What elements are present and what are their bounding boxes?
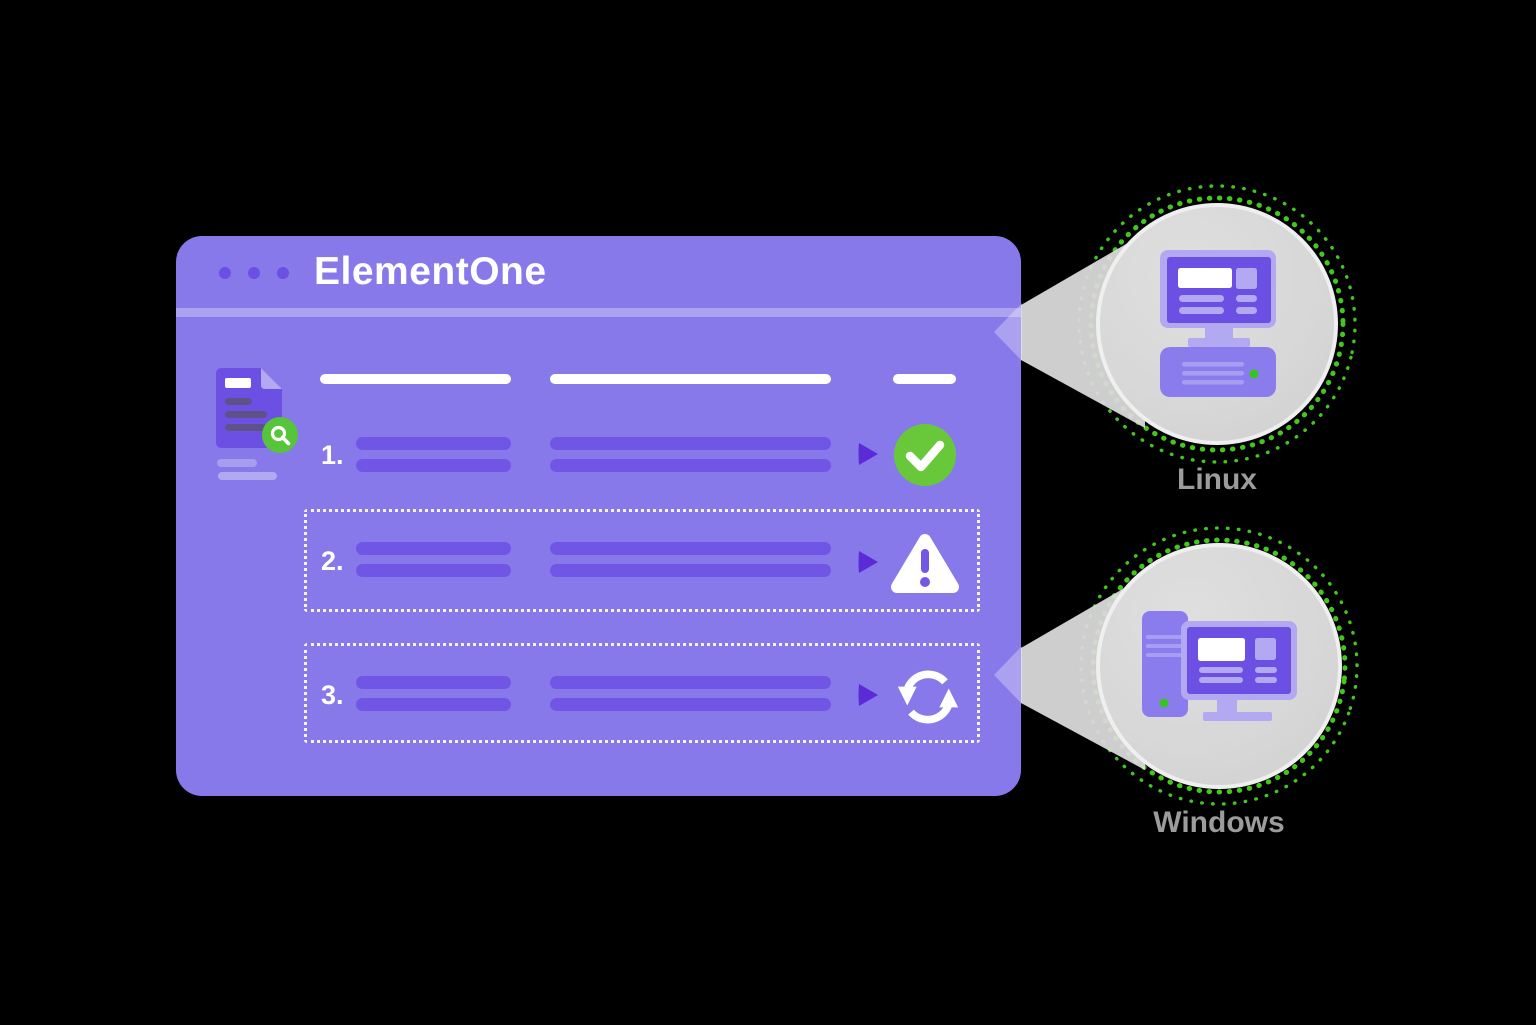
skeleton-caption-bar bbox=[218, 472, 277, 480]
check-icon bbox=[894, 424, 956, 486]
window-dot-icon bbox=[248, 267, 260, 279]
column-header-bar bbox=[893, 374, 956, 384]
skeleton-bar bbox=[550, 564, 831, 577]
dashed-highlight-box bbox=[304, 509, 980, 612]
skeleton-bar bbox=[356, 676, 511, 689]
skeleton-bar bbox=[550, 459, 831, 472]
refresh-icon bbox=[897, 670, 959, 724]
step-number: 1. bbox=[321, 440, 344, 470]
skeleton-bar bbox=[356, 459, 511, 472]
app-window: ElementOne 1. bbox=[176, 236, 1021, 796]
forward-arrow-icon bbox=[858, 684, 878, 706]
forward-arrow-icon bbox=[858, 443, 878, 465]
search-badge-icon bbox=[262, 417, 298, 453]
platform-label-windows: Windows bbox=[1153, 806, 1285, 839]
skeleton-bar bbox=[550, 437, 831, 450]
skeleton-bar bbox=[550, 698, 831, 711]
column-header-bar bbox=[550, 374, 831, 384]
titlebar-separator bbox=[176, 308, 1021, 317]
desktop-computer-icon bbox=[1160, 250, 1276, 397]
skeleton-caption-bar bbox=[217, 459, 257, 467]
dashed-highlight-box bbox=[304, 643, 980, 743]
app-title: ElementOne bbox=[314, 250, 547, 293]
skeleton-bar bbox=[550, 542, 831, 555]
skeleton-bar bbox=[356, 564, 511, 577]
step-number: 3. bbox=[321, 680, 344, 710]
warning-icon bbox=[891, 534, 959, 593]
window-dot-icon bbox=[219, 267, 231, 279]
forward-arrow-icon bbox=[858, 551, 878, 573]
step-number: 2. bbox=[321, 546, 344, 576]
skeleton-bar bbox=[356, 437, 511, 450]
column-header-bar bbox=[320, 374, 511, 384]
window-dot-icon bbox=[277, 267, 289, 279]
skeleton-bar bbox=[550, 676, 831, 689]
skeleton-bar bbox=[356, 542, 511, 555]
platform-label-linux: Linux bbox=[1177, 463, 1257, 496]
skeleton-bar bbox=[356, 698, 511, 711]
tower-computer-icon bbox=[1142, 611, 1297, 721]
page-fold-icon bbox=[261, 368, 282, 389]
